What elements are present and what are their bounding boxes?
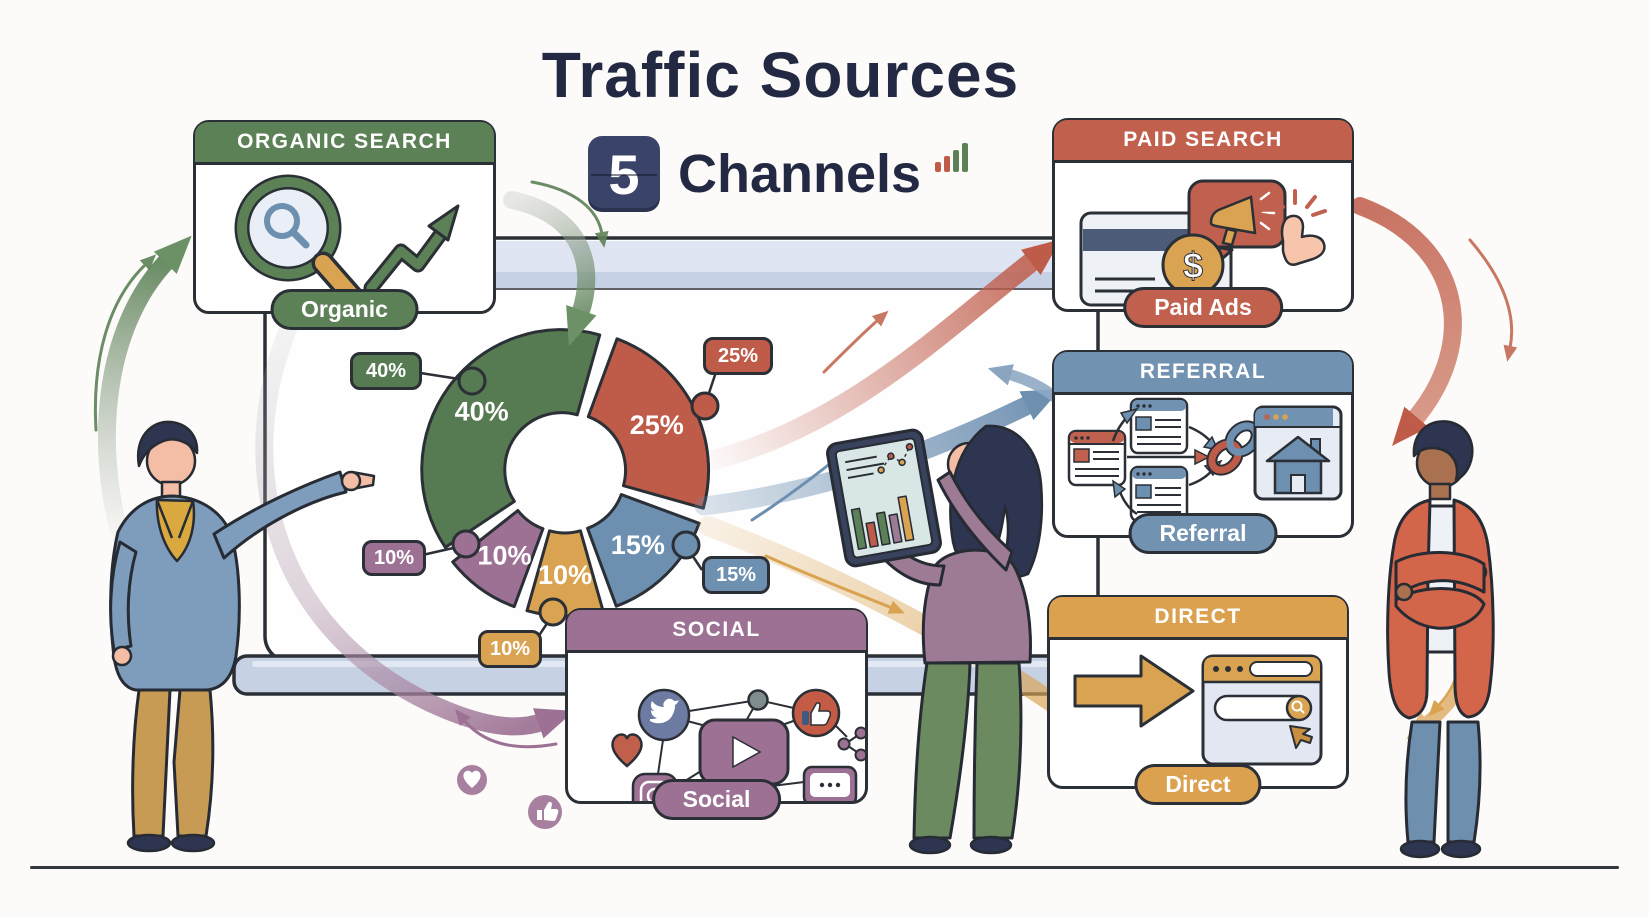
arrow-to-social-thin bbox=[455, 709, 558, 749]
callout-organic-40: 40% bbox=[350, 352, 422, 390]
arrow-to-social bbox=[255, 263, 575, 739]
hair bbox=[949, 424, 1044, 579]
arrow-to-paid-thin bbox=[822, 310, 889, 374]
pill-social: Social bbox=[651, 779, 782, 820]
person-observer bbox=[1386, 420, 1495, 859]
floating-reactions bbox=[457, 765, 562, 829]
heart-icon bbox=[611, 733, 643, 768]
pill-paid-ads: Paid Ads bbox=[1123, 287, 1283, 328]
chat-bubble-icon bbox=[802, 765, 858, 801]
slice-label: 25% bbox=[630, 410, 684, 440]
page-title: Traffic Sources bbox=[541, 39, 1020, 111]
subtitle: 5 Channels bbox=[0, 136, 1561, 212]
callout-direct-10: 10% bbox=[478, 630, 542, 668]
pill-referral: Referral bbox=[1128, 513, 1278, 554]
slice-label: 10% bbox=[477, 540, 531, 570]
card-direct-header: DIRECT bbox=[1049, 597, 1347, 640]
card-organic-search: ORGANIC SEARCH Organic bbox=[193, 120, 496, 330]
donut-slice-social bbox=[451, 509, 545, 609]
dot-referral bbox=[671, 530, 701, 560]
right-arrow-icon bbox=[1073, 654, 1195, 728]
arrow-organic-up-thin bbox=[93, 254, 157, 432]
dot-paid bbox=[690, 391, 720, 421]
card-organic-header: ORGANIC SEARCH bbox=[195, 122, 494, 165]
callout-dots bbox=[451, 366, 720, 627]
card-social-header: SOCIAL bbox=[567, 610, 866, 653]
node-dot bbox=[747, 689, 769, 711]
callout-paid-25: 25% bbox=[703, 337, 773, 375]
dollar-coin-icon: $ bbox=[1161, 233, 1225, 297]
jeans bbox=[1404, 720, 1442, 844]
donut-slice-paid-search bbox=[586, 337, 711, 510]
shirt bbox=[155, 498, 196, 563]
slice-label: 15% bbox=[611, 530, 665, 560]
pointing-hand bbox=[340, 470, 362, 492]
magnifier-icon bbox=[234, 174, 370, 311]
hair bbox=[1412, 420, 1474, 482]
tablet-bar-chart bbox=[850, 495, 915, 550]
arrow-paid-to-referral bbox=[1351, 197, 1462, 446]
cursor-icon bbox=[1289, 725, 1313, 749]
bar-chart-icon bbox=[935, 143, 969, 172]
slice-label: 40% bbox=[455, 396, 509, 426]
card-paid-search: $ PAID SEARCH Paid Ads bbox=[1052, 118, 1354, 328]
dot-social bbox=[451, 529, 481, 559]
click-hand-icon bbox=[1261, 189, 1327, 266]
browser-search-icon bbox=[1201, 654, 1323, 766]
svg-text:$: $ bbox=[1183, 245, 1203, 286]
dot-organic bbox=[457, 366, 487, 396]
share-icon bbox=[837, 726, 865, 762]
card-referral: REFERRAL Referral bbox=[1052, 350, 1354, 554]
channels-label: Channels bbox=[677, 144, 922, 204]
ground-line bbox=[30, 866, 1619, 869]
card-direct: DIRECT Direct bbox=[1047, 595, 1349, 805]
pointing-arm bbox=[212, 470, 348, 560]
callout-social-10: 10% bbox=[362, 540, 426, 576]
dot-direct bbox=[538, 597, 568, 627]
arrow-organic-up bbox=[97, 235, 192, 569]
people bbox=[109, 420, 1495, 859]
thumbs-up-icon bbox=[791, 688, 841, 738]
channel-count-badge: 5 bbox=[587, 136, 660, 212]
person-analyst bbox=[826, 424, 1044, 855]
link-chain-icon bbox=[1206, 420, 1262, 476]
slice-label: 10% bbox=[538, 560, 592, 590]
pants bbox=[131, 688, 172, 838]
arrow-to-paid bbox=[696, 239, 1061, 472]
tablet bbox=[826, 428, 942, 568]
arrow-to-direct-thin bbox=[764, 554, 905, 614]
pill-direct: Direct bbox=[1134, 764, 1262, 805]
arrow-organic-down bbox=[503, 191, 597, 347]
person-presenter bbox=[109, 420, 376, 853]
twitter-icon bbox=[637, 688, 691, 742]
card-paid-header: PAID SEARCH bbox=[1054, 120, 1352, 163]
card-referral-header: REFERRAL bbox=[1054, 352, 1352, 395]
play-button-icon bbox=[698, 718, 790, 786]
pants bbox=[912, 661, 972, 840]
card-social: SOCIAL Social bbox=[565, 608, 868, 820]
arrow-paid-to-referral-thin bbox=[1468, 238, 1518, 362]
arrow-organic-down-thin bbox=[530, 180, 609, 248]
home-site-icon bbox=[1253, 405, 1343, 501]
growth-arrow-icon bbox=[363, 204, 460, 296]
callout-referral-15: 15% bbox=[702, 556, 770, 594]
pill-organic: Organic bbox=[270, 289, 419, 330]
webpage-icons bbox=[1067, 397, 1189, 523]
sweater bbox=[921, 548, 1032, 665]
hair bbox=[136, 420, 199, 468]
